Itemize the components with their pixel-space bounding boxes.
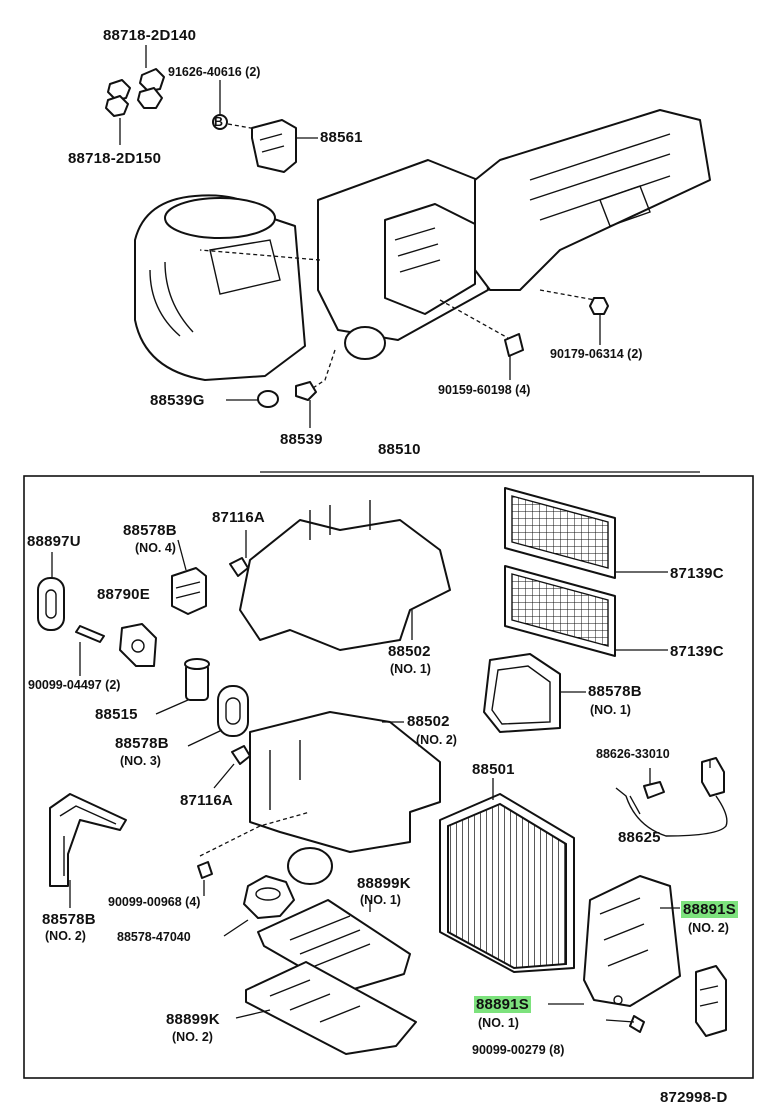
center-unit xyxy=(199,159,489,391)
label-88578b-no3: 88578B xyxy=(115,735,169,752)
screw-90099-00968 xyxy=(197,861,213,879)
nut-90179 xyxy=(589,297,609,315)
label-88626-33010: 88626-33010 xyxy=(596,747,670,761)
seal-88578b-no1 xyxy=(483,653,586,733)
label-88578b-no1-qual: (NO. 1) xyxy=(590,703,631,717)
label-88899k-no2: 88899K xyxy=(166,1011,220,1028)
screw-90099-00279 xyxy=(629,1015,645,1033)
sensor-88539 xyxy=(295,381,317,401)
label-88718-2d140: 88718-2D140 xyxy=(103,27,197,44)
label-88790e: 88790E xyxy=(97,586,150,603)
label-88539: 88539 xyxy=(280,431,323,448)
label-90099-04497: 90099-04497 (2) xyxy=(28,678,121,692)
seal-88578b-no2 xyxy=(49,793,127,908)
filter-87139c-upper xyxy=(504,487,668,579)
case-88502-no2 xyxy=(199,711,441,885)
connector-88891s-no2 xyxy=(695,965,727,1037)
label-88502-no2-qual: (NO. 2) xyxy=(416,733,457,747)
label-88899k-no1-qual: (NO. 1) xyxy=(360,893,401,907)
clip-87116a-top xyxy=(229,530,249,577)
servo-88561 xyxy=(251,119,318,173)
label-88561: 88561 xyxy=(320,129,363,146)
label-screw-b: B xyxy=(214,115,224,129)
seal-88897u xyxy=(37,552,65,631)
label-88515: 88515 xyxy=(95,706,138,723)
label-87116a-lower: 87116A xyxy=(180,792,233,809)
label-88578-47040: 88578-47040 xyxy=(117,930,191,944)
tray-88899k-no1 xyxy=(257,899,411,993)
filter-87139c-lower xyxy=(504,565,668,657)
label-87116a-top: 87116A xyxy=(212,509,265,526)
label-88578b-no4: 88578B xyxy=(123,522,177,539)
label-88891s-no1: 88891S xyxy=(474,996,531,1013)
label-diagram-code: 872998-D xyxy=(660,1089,728,1106)
actuator-88891s xyxy=(548,875,681,1007)
blower-housing xyxy=(134,194,306,381)
label-88502-no1: 88502 xyxy=(388,643,431,660)
label-88718-2d150: 88718-2D150 xyxy=(68,150,162,167)
label-88578b-no2: 88578B xyxy=(42,911,96,928)
label-87139c-lower: 87139C xyxy=(670,643,724,660)
label-88539g: 88539G xyxy=(150,392,205,409)
screw-91626 xyxy=(212,80,263,131)
label-90099-00968: 90099-00968 (4) xyxy=(108,895,201,909)
label-88502-no1-qual: (NO. 1) xyxy=(390,662,431,676)
grommet-88539g xyxy=(257,390,279,408)
label-88578b-no4-qual: (NO. 4) xyxy=(135,541,176,555)
label-88578b-no2-qual: (NO. 2) xyxy=(45,929,86,943)
label-87139c-upper: 87139C xyxy=(670,565,724,582)
clip-parts-88718 xyxy=(105,45,165,145)
label-90099-00279: 90099-00279 (8) xyxy=(472,1043,565,1057)
label-90179-06314: 90179-06314 (2) xyxy=(550,347,643,361)
assembly-frame xyxy=(23,475,754,1079)
label-91626-40616: 91626-40616 (2) xyxy=(168,65,261,79)
label-88899k-no1: 88899K xyxy=(357,875,411,892)
label-90159-60198: 90159-60198 (4) xyxy=(438,383,531,397)
tray-88899k-no2 xyxy=(235,961,417,1055)
label-88625: 88625 xyxy=(618,829,661,846)
seal-88578b-no3 xyxy=(187,685,249,747)
sensor-88626 xyxy=(615,757,728,837)
label-88501: 88501 xyxy=(472,761,515,778)
heater-core-unit xyxy=(474,109,711,291)
label-88578b-no1: 88578B xyxy=(588,683,642,700)
label-88891s-no1-qual: (NO. 1) xyxy=(478,1016,519,1030)
label-88899k-no2-qual: (NO. 2) xyxy=(172,1030,213,1044)
label-88510: 88510 xyxy=(378,441,421,458)
bracket-88790e xyxy=(75,623,157,676)
evaporator-88501 xyxy=(439,778,575,973)
bracket-88578b-no4 xyxy=(171,539,207,615)
label-88897u: 88897U xyxy=(27,533,81,550)
label-88578b-no3-qual: (NO. 3) xyxy=(120,754,161,768)
cap-88578-47040 xyxy=(223,875,295,937)
bolt-90159 xyxy=(504,333,524,357)
clip-87116a-lower xyxy=(213,745,251,789)
case-88502-no1 xyxy=(239,500,451,651)
label-88891s-no2-qual: (NO. 2) xyxy=(688,921,729,935)
label-88502-no2: 88502 xyxy=(407,713,450,730)
valve-88515 xyxy=(155,658,210,715)
label-88891s-no2: 88891S xyxy=(681,901,738,918)
